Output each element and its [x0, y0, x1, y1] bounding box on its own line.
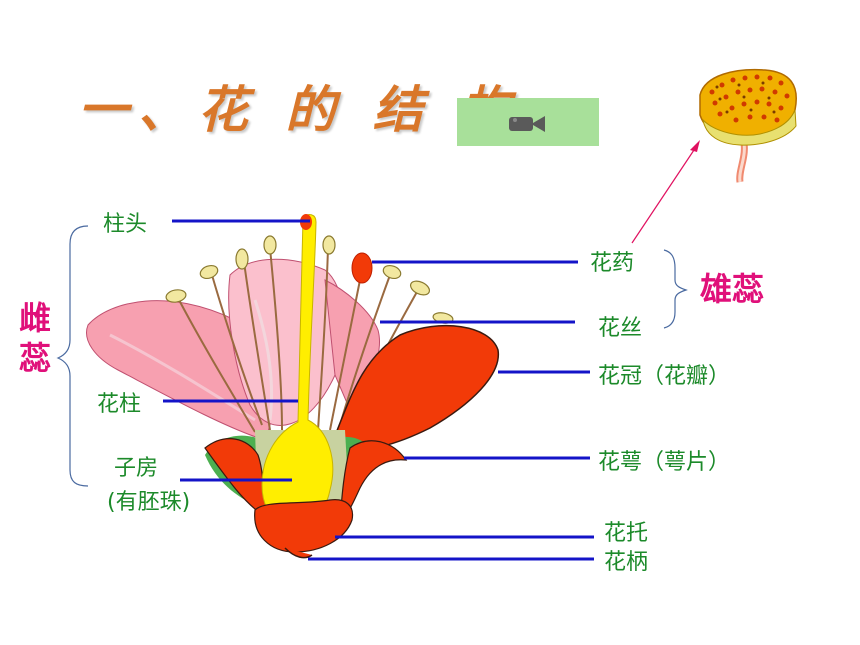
group-stamen: 雄蕊: [700, 270, 765, 308]
stamen-anthers: [165, 235, 454, 324]
label-pedicel: 花柄: [604, 550, 649, 575]
receptacle-shape: [254, 499, 354, 553]
video-camera-icon: [509, 114, 547, 138]
label-filament: 花丝: [598, 316, 643, 341]
label-style: 花柱: [97, 392, 142, 417]
stamen-brace: [663, 249, 688, 329]
pedicel-shape: [284, 547, 313, 559]
label-calyx: 花萼（萼片）: [598, 450, 731, 475]
label-ovary-note: (有胚珠): [107, 490, 191, 515]
leader-lines: [163, 219, 594, 561]
label-ovary: 子房: [114, 456, 159, 481]
label-stigma: 柱头: [103, 212, 148, 237]
pistil-brace: [56, 225, 89, 487]
group-pistil: 雌蕊: [18, 299, 51, 377]
page-title: 一、花 的 结 构: [78, 81, 521, 139]
highlighted-anther: [351, 252, 373, 284]
magnify-pointer-arrow: [631, 140, 700, 244]
play-video-button[interactable]: [457, 98, 599, 146]
label-corolla: 花冠（花瓣）: [598, 364, 731, 389]
label-anther: 花药: [590, 251, 635, 276]
label-receptacle: 花托: [604, 521, 649, 546]
anther-magnified-inset: [699, 68, 797, 183]
corolla-petal: [328, 324, 499, 452]
